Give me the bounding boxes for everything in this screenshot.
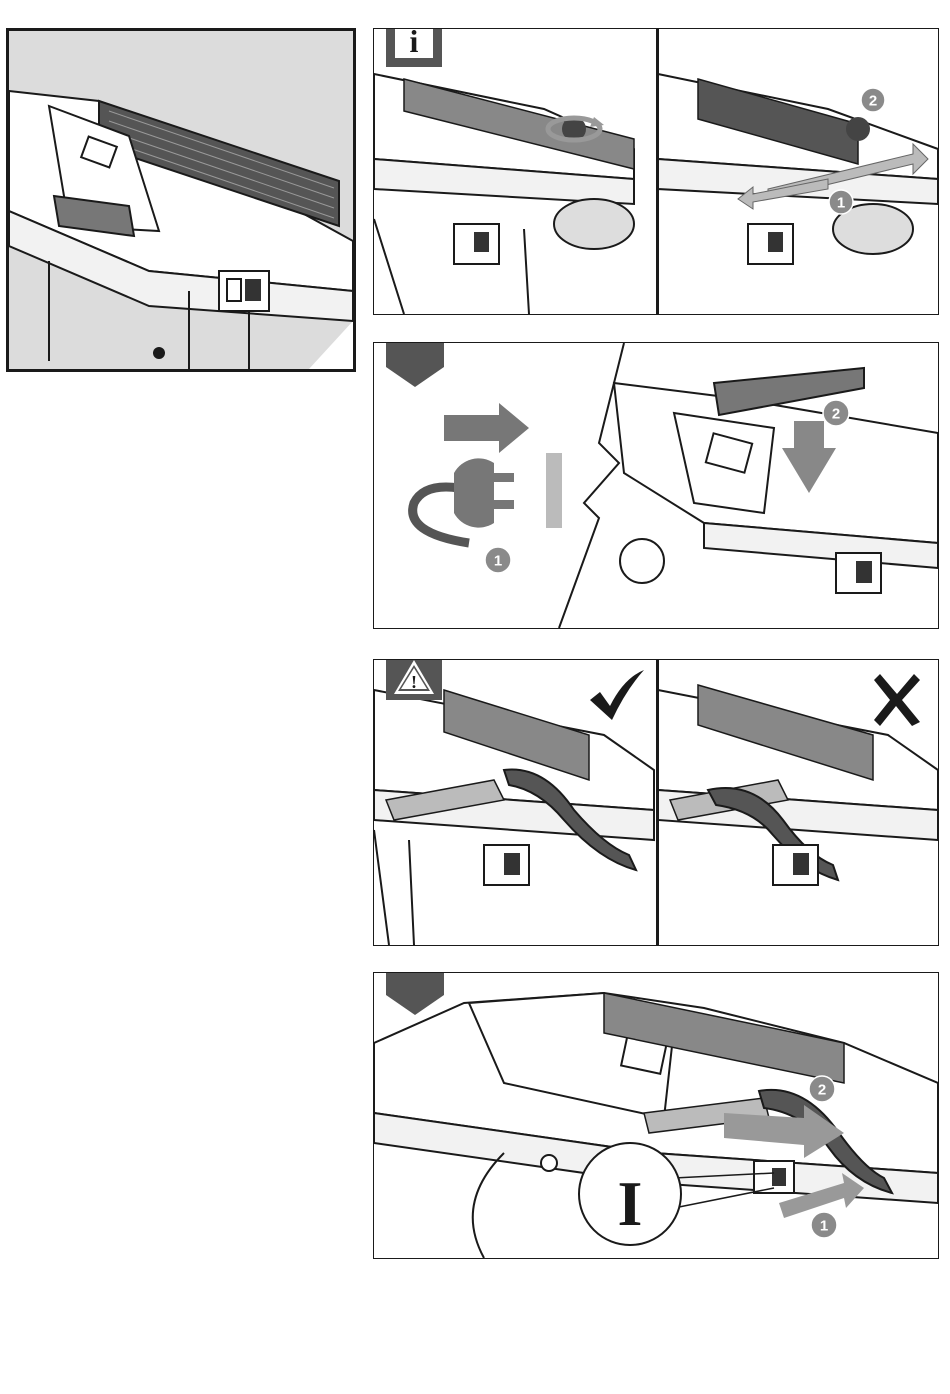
power-plug-icon <box>413 453 562 543</box>
step-2-badge: 2 <box>822 399 850 427</box>
svg-text:2: 2 <box>869 93 877 110</box>
step-arrow-icon <box>386 972 444 1015</box>
check-mark-icon <box>586 668 646 723</box>
overview-panel <box>6 28 356 372</box>
switch-on-magnifier: I <box>577 1141 683 1247</box>
cross-mark-icon <box>872 672 922 727</box>
panel-divider <box>656 29 659 314</box>
correct-usage-illustration <box>374 690 654 945</box>
fence-adjust-panel: i 2 1 <box>373 28 939 315</box>
info-glyph: i <box>410 28 419 59</box>
svg-text:1: 1 <box>837 195 845 212</box>
switch-on-glyph: I <box>618 1168 643 1239</box>
fence-adjust-right-illustration <box>658 74 938 264</box>
unplug-and-place-illustration <box>374 343 938 628</box>
svg-text:2: 2 <box>832 406 840 423</box>
step-1-badge: 1 <box>484 546 512 574</box>
step-arrow-icon <box>386 343 444 387</box>
push-stick-usage-panel: ! <box>373 659 939 946</box>
fence-adjust-left-illustration <box>374 74 634 314</box>
warning-glyph: ! <box>411 672 417 692</box>
unplug-and-place-panel: 1 2 <box>373 342 939 629</box>
info-icon: i <box>386 28 442 67</box>
step-2-badge: 2 <box>860 87 886 113</box>
warning-triangle-icon: ! <box>386 659 442 700</box>
pull-arrow-icon <box>444 403 529 453</box>
rotate-arrow-icon <box>544 111 604 147</box>
svg-text:2: 2 <box>818 1082 826 1099</box>
step-1-badge: 1 <box>810 1211 838 1239</box>
switch-on-and-cut-panel: I 2 1 <box>373 972 939 1259</box>
table-saw-overview-illustration <box>9 31 353 369</box>
step-2-badge: 2 <box>808 1075 836 1103</box>
svg-text:1: 1 <box>494 553 502 570</box>
step-1-badge: 1 <box>828 189 854 215</box>
panel-divider <box>656 660 659 945</box>
svg-text:1: 1 <box>820 1218 828 1235</box>
